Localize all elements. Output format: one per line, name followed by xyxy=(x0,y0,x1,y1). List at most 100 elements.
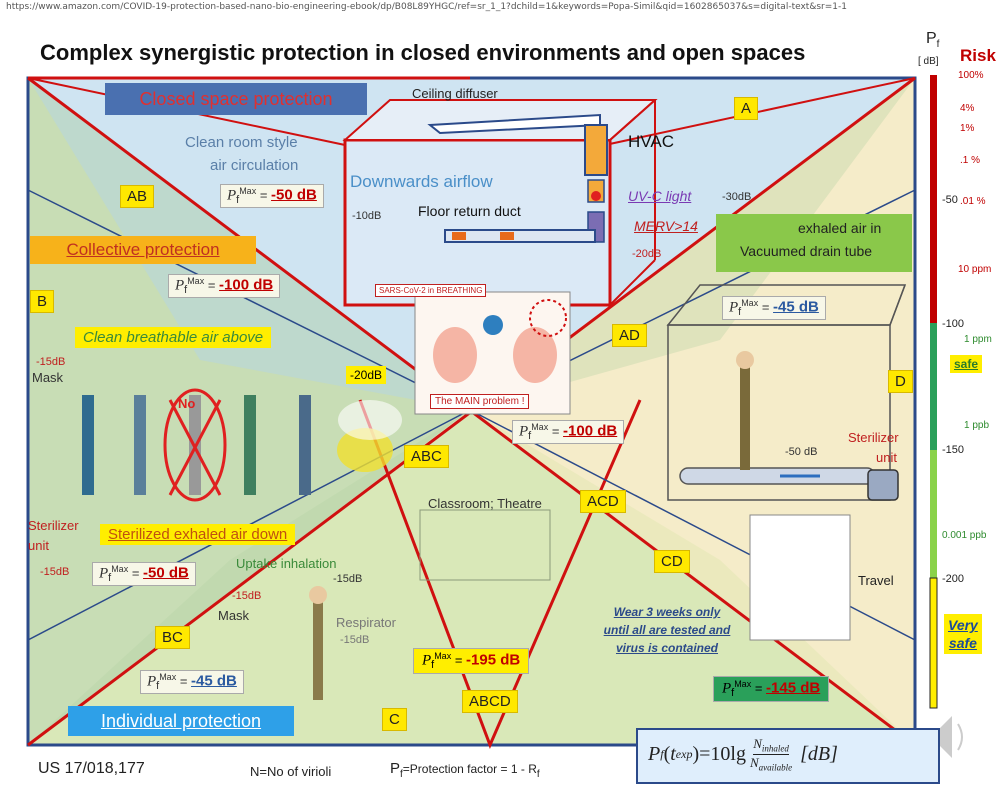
minus10-label: -10dB xyxy=(352,210,382,222)
risk-1pct: 1% xyxy=(960,123,975,134)
risk-4pct: 4% xyxy=(960,103,975,114)
hvac-room xyxy=(343,138,612,307)
pf-vacuum-box-2: PfMax = -145 dB xyxy=(713,676,830,702)
very-safe-label: safe xyxy=(948,635,977,651)
pf-definition: Pf=Protection factor = 1 - Rf xyxy=(390,760,540,780)
unit-db-b: -15dB xyxy=(40,566,70,578)
floor-duct xyxy=(444,229,596,243)
closed-space-header: Closed space protection xyxy=(105,83,367,115)
mask-label-b: Mask xyxy=(32,370,64,385)
scale-tick-100: -100 xyxy=(942,318,965,330)
uptake-label: Uptake inhalation xyxy=(236,556,337,571)
wear-line-2: until all are tested and xyxy=(603,623,731,637)
speaker-icon xyxy=(930,716,952,758)
wear-line-1: Wear 3 weeks only xyxy=(613,605,721,619)
uvc-lamp-icon xyxy=(591,191,601,201)
wear-line-3: virus is contained xyxy=(615,641,719,655)
very-label: Very xyxy=(948,617,978,633)
patent-number: US 17/018,177 xyxy=(38,760,145,777)
mask-label-c: Mask xyxy=(218,608,250,623)
mask-db-b: -15dB xyxy=(36,356,66,368)
scale-red xyxy=(930,75,937,323)
risk-1ppm: 1 ppm xyxy=(964,334,992,345)
n-definition: N=No of virioli xyxy=(250,764,332,779)
exhaled-air-label: exhaled air in xyxy=(798,220,882,236)
clean-room-label: Clean room style xyxy=(185,134,298,151)
downwards-airflow-label: Downwards airflow xyxy=(350,172,493,191)
outer-frame xyxy=(26,76,917,747)
zone-label-bc: BC xyxy=(155,626,190,649)
clean-air-label: Clean breathable air above xyxy=(75,327,272,348)
formula-box xyxy=(636,728,940,784)
sterilized-air-label: Sterilized exhaled air down xyxy=(100,524,296,545)
zone-label-d: D xyxy=(888,370,913,393)
scale-tick-150: -150 xyxy=(942,444,965,456)
hvac-label: HVAC xyxy=(628,132,674,151)
floor-return-label: Floor return duct xyxy=(418,203,521,219)
pf-closed-box: PfMax = -50 dB xyxy=(220,184,324,208)
pf-collective-box-2: PfMax = -50 dB xyxy=(92,562,196,586)
risk-01pct: .1 % xyxy=(960,155,981,166)
scale-pf-symbol: Pf xyxy=(926,30,940,51)
pf-center-box: PfMax = -100 dB xyxy=(512,420,625,444)
minus20-label: -20dB xyxy=(346,366,387,384)
risk-1ppb: 1 ppb xyxy=(964,420,990,431)
scale-yellow xyxy=(929,577,938,709)
sars-label: SARS-CoV-2 in BREATHING xyxy=(375,284,487,297)
no-sign-label: No xyxy=(178,396,196,411)
unit-label-b: unit xyxy=(28,538,49,553)
zone-label-b: B xyxy=(30,290,55,313)
sterilizer-unit-d xyxy=(867,469,899,501)
pf-collective-box: PfMax = -100 dB xyxy=(168,274,281,298)
uvc-db-label: -30dB xyxy=(722,191,752,203)
unit-label-d: unit xyxy=(876,450,897,465)
zone-label-acd: ACD xyxy=(580,490,626,513)
travel-label: Travel xyxy=(858,573,894,588)
respirator-label: Respirator xyxy=(336,615,396,630)
pf-vacuum-box: PfMax = -45 dB xyxy=(722,296,826,320)
air-circulation-label: air circulation xyxy=(210,157,299,174)
respirator-db-label: -15dB xyxy=(340,634,370,646)
scale-tick-200: -200 xyxy=(942,573,965,585)
zone-label-abc: ABC xyxy=(404,445,449,468)
minus50-label: -50 dB xyxy=(785,446,818,458)
sterilizer-label-b: Sterilizer xyxy=(28,518,79,533)
risk-10ppm: 10 ppm xyxy=(958,264,992,275)
scale-risk-label: Risk xyxy=(960,46,996,65)
zone-label-abcd: ABCD xyxy=(462,690,518,713)
sterilizer-label-d: Sterilizer xyxy=(848,430,899,445)
zone-label-ab: AB xyxy=(120,185,155,208)
classroom-sketch xyxy=(419,509,551,581)
drain-tube-label: Vacuumed drain tube xyxy=(740,243,873,259)
scale-green-dark xyxy=(930,323,937,450)
zone-label-cd: CD xyxy=(654,550,690,573)
wear-note: Wear 3 weeks only until all are tested a… xyxy=(578,603,756,657)
uvc-label: UV-C light xyxy=(628,188,692,204)
mask-db-c: -15dB xyxy=(232,590,262,602)
risk-0001ppb: 0.001 ppb xyxy=(942,530,987,541)
page-title: Complex synergistic protection in closed… xyxy=(40,40,806,65)
zone-label-ad: AD xyxy=(612,324,647,347)
risk-100pct: 100% xyxy=(958,70,984,81)
url-text: https://www.amazon.com/COVID-19-protecti… xyxy=(6,2,847,12)
merv-label: MERV>14 xyxy=(634,218,698,234)
pf-individual-box: PfMax = -45 dB xyxy=(140,670,244,694)
uptake-db-label: -15dB xyxy=(333,573,363,585)
scale-unit: [ dB] xyxy=(918,56,939,67)
exhaled-air-box xyxy=(716,214,912,272)
drain-tube xyxy=(679,467,876,485)
scale-green-light xyxy=(930,450,937,578)
safe-badge: safe xyxy=(950,355,983,373)
zone-label-c: C xyxy=(382,708,407,731)
risk-001pct: .01 % xyxy=(960,196,986,207)
scale-tick-50: -50 xyxy=(942,194,958,206)
very-safe-badge: Very safe xyxy=(944,614,982,654)
no-cross-circle xyxy=(163,388,227,502)
zone-c-region xyxy=(28,410,915,745)
individual-header: Individual protection xyxy=(68,706,294,736)
hvac-unit xyxy=(584,124,608,176)
classroom-label: Classroom; Theatre xyxy=(428,496,542,511)
merv-db-label: -20dB xyxy=(632,248,662,260)
travel-sketch xyxy=(749,514,851,641)
